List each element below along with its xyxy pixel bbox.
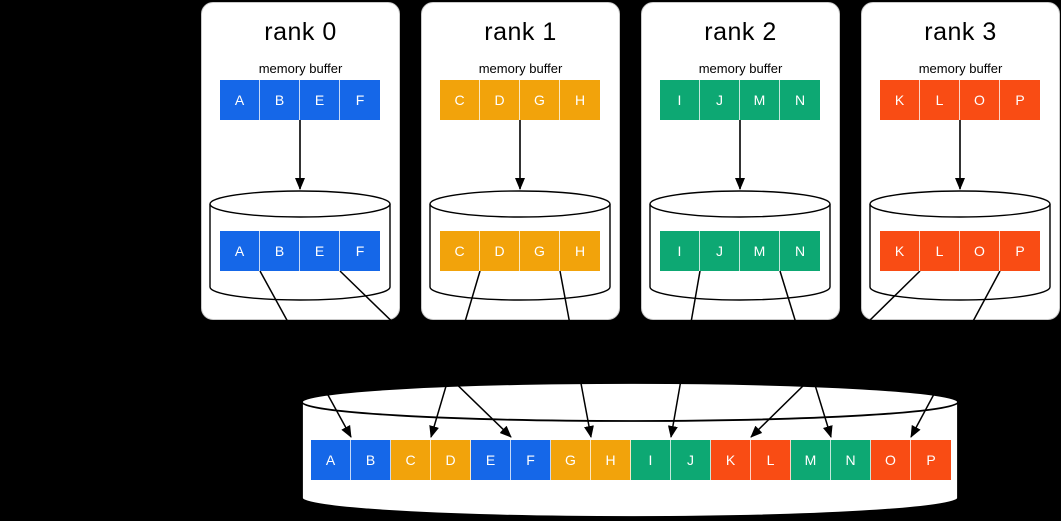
rank-0-panel: rank 0 memory buffer	[201, 2, 400, 320]
file-cell: F	[511, 440, 551, 480]
rank-1-memory-buffer-label: memory buffer	[478, 61, 563, 76]
file-cell: G	[551, 440, 591, 480]
disk-cell: H	[560, 231, 600, 271]
buffer-cell: G	[520, 80, 560, 120]
rank-0-memory-buffer-cells: A B E F	[220, 80, 380, 120]
file-cell: N	[831, 440, 871, 480]
buffer-cell: O	[960, 80, 1000, 120]
buffer-cell: K	[880, 80, 920, 120]
rank-2-disk-cells: I J M N	[660, 231, 820, 271]
buffer-cell: N	[780, 80, 820, 120]
buffer-cell: M	[740, 80, 780, 120]
buffer-cell: L	[920, 80, 960, 120]
file-cell: E	[471, 440, 511, 480]
disk-cell: B	[260, 231, 300, 271]
disk-cell: M	[740, 231, 780, 271]
file-cell: P	[911, 440, 951, 480]
rank-3-disk-cells: K L O P	[880, 231, 1040, 271]
buffer-cell: P	[1000, 80, 1040, 120]
disk-cell: O	[960, 231, 1000, 271]
disk-cell: N	[780, 231, 820, 271]
file-cell: I	[631, 440, 671, 480]
disk-cell: G	[520, 231, 560, 271]
buffer-cell: B	[260, 80, 300, 120]
rank-2-memory-buffer-label: memory buffer	[698, 61, 783, 76]
file-cell: O	[871, 440, 911, 480]
disk-cell: L	[920, 231, 960, 271]
file-cell: L	[751, 440, 791, 480]
buffer-cell: E	[300, 80, 340, 120]
file-cell: B	[351, 440, 391, 480]
rank-1-disk-cells: C D G H	[440, 231, 600, 271]
file-cell: D	[431, 440, 471, 480]
buffer-cell: C	[440, 80, 480, 120]
disk-cell: K	[880, 231, 920, 271]
rank-0-title: rank 0	[264, 18, 337, 46]
file-cell: A	[311, 440, 351, 480]
file-cell: M	[791, 440, 831, 480]
disk-cell: E	[300, 231, 340, 271]
disk-cell: F	[340, 231, 380, 271]
disk-cell: D	[480, 231, 520, 271]
rank-1-memory-buffer-cells: C D G H	[440, 80, 600, 120]
rank-2-panel: rank 2 memory buffer	[641, 2, 840, 320]
file-cell: H	[591, 440, 631, 480]
rank-3-memory-buffer-cells: K L O P	[880, 80, 1040, 120]
rank-1-title: rank 1	[484, 18, 557, 46]
file-cell: C	[391, 440, 431, 480]
disk-cell: J	[700, 231, 740, 271]
disk-cell: I	[660, 231, 700, 271]
buffer-cell: A	[220, 80, 260, 120]
rank-0-memory-buffer-label: memory buffer	[258, 61, 343, 76]
rank-3-memory-buffer-label: memory buffer	[918, 61, 1003, 76]
buffer-cell: D	[480, 80, 520, 120]
buffer-cell: I	[660, 80, 700, 120]
rank-2-memory-buffer-cells: I J M N	[660, 80, 820, 120]
buffer-cell: H	[560, 80, 600, 120]
rank-3-panel: rank 3 memory buffer	[861, 2, 1060, 320]
buffer-cell: F	[340, 80, 380, 120]
file-cell: K	[711, 440, 751, 480]
file-cell: J	[671, 440, 711, 480]
rank-3-title: rank 3	[924, 18, 997, 46]
rank-1-panel: rank 1 memory buffer	[421, 2, 620, 320]
shared-file-cells: A B C D E F G H I J K L M N O P	[311, 440, 951, 480]
rank-2-title: rank 2	[704, 18, 777, 46]
disk-cell: C	[440, 231, 480, 271]
buffer-cell: J	[700, 80, 740, 120]
disk-cell: P	[1000, 231, 1040, 271]
rank-0-disk-cells: A B E F	[220, 231, 380, 271]
disk-cell: A	[220, 231, 260, 271]
